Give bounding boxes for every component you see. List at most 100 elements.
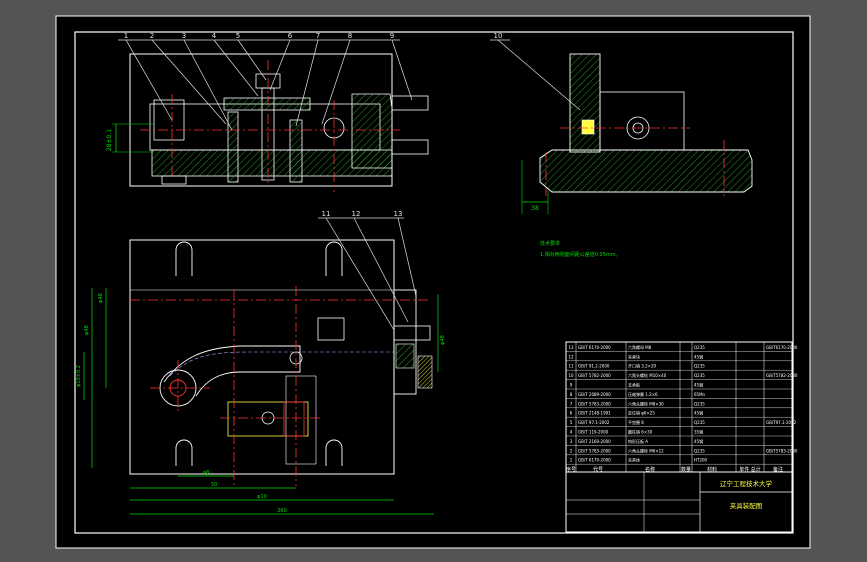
balloon-labels: 1 2 3 4 5 6 7 8 9 10 11 12 13: [124, 32, 503, 218]
leader-5: [237, 39, 267, 81]
side-upright: [569, 53, 601, 153]
balloon-12: 12: [352, 210, 361, 218]
bom-cell-code: GB/T 97.1-2002: [578, 420, 610, 425]
bom-cell-material: 45钢: [694, 353, 703, 359]
bom-cell-name: 夹具体: [628, 457, 640, 463]
bom-cell-no: 5: [570, 420, 573, 425]
balloon-13: 13: [394, 210, 403, 218]
bom-cell-no: 13: [568, 345, 574, 350]
plan-dim-label-h3: φ10±0.2: [76, 365, 82, 387]
side-view: 38: [521, 53, 753, 214]
plan-dimensions: [83, 288, 439, 515]
front-view: 28±0.1: [106, 53, 429, 192]
leader-13: [397, 217, 417, 297]
plan-view: [129, 239, 433, 486]
bom-cell-name: 开口销 3.2×20: [628, 363, 657, 369]
bom-cell-no: 4: [570, 430, 573, 435]
bom-cell-name: 六角头螺栓 M6×12: [628, 447, 664, 453]
bom-cell-material: Q235: [694, 364, 705, 369]
bom-header-weight: 单件 总计: [739, 466, 761, 473]
bom-cell-material: 35钢: [694, 429, 703, 435]
leader-10: [497, 39, 581, 111]
side-base-profile: [539, 149, 753, 193]
leader-8: [321, 39, 351, 125]
plan-right-knob: [417, 355, 433, 389]
bom-header-remark: 备注: [773, 466, 783, 473]
bom-cell-no: 11: [568, 364, 574, 369]
front-left-block: [153, 99, 185, 141]
bom-cell-code: GB/T 91.2-2000: [578, 364, 610, 369]
leader-7: [295, 39, 319, 127]
bom-cell-material: HT200: [694, 458, 708, 463]
bom-cell-code: GB/T 2160-2000: [578, 439, 611, 444]
bom-cell-material: 45钢: [694, 438, 703, 444]
plan-right-screw: [393, 325, 431, 341]
front-clamp-plate: [223, 97, 311, 111]
bom-cell-name: 压缩弹簧 1.2×6: [628, 391, 658, 397]
bom-cell-code: GB/T 5783-2000: [578, 401, 611, 406]
bom-cell-code: GB/T 5783-2000: [578, 448, 611, 453]
balloon-5: 5: [236, 32, 240, 40]
bom-cell-no: 8: [570, 392, 573, 397]
part-balloons: [118, 39, 581, 331]
balloon-8: 8: [348, 32, 352, 40]
plan-dim-label-w2: 50: [211, 482, 217, 488]
bom-header-name: 名称: [645, 466, 655, 473]
bom-cell-material: Q235: [694, 401, 705, 406]
drawing-frame: [74, 31, 794, 534]
leader-9: [391, 39, 413, 101]
bom-cell-name: 圆柱销 6×30: [628, 429, 653, 435]
leader-1: [125, 39, 173, 121]
bom-cell-remark: GB/T5783-2000: [766, 448, 798, 453]
plan-dim-label-w4: 260: [277, 508, 287, 514]
bom-cell-no: 10: [568, 373, 574, 378]
bom-cell-code: GB/T 5782-2000: [578, 373, 611, 378]
leader-2: [151, 39, 227, 125]
front-pin-c: [289, 119, 303, 183]
bom-cell-name: 定位销 φ6×25: [628, 410, 655, 416]
bom-header-qty: 数量: [681, 466, 691, 473]
front-right-clamp: [351, 93, 393, 169]
bom-cell-code: GB/T 6170-2000: [578, 458, 611, 463]
bom-cell-code: GB/T 2148-1991: [578, 411, 611, 416]
plan-dim-label-w3: φ10: [257, 494, 267, 500]
bom-cell-remark: GB/T5782-2000: [766, 373, 798, 378]
plan-guide-block: [227, 401, 309, 437]
leader-11: [325, 217, 395, 331]
bom-cell-remark: GB/T6170-2000: [766, 345, 798, 350]
front-right-bolt-top: [391, 95, 429, 111]
bom-cell-code: GB/T 119-2000: [578, 430, 609, 435]
school-name: 辽宁工程技术大学: [720, 479, 773, 488]
bom-cell-no: 7: [570, 401, 573, 406]
plan-curved-arm: [163, 345, 301, 397]
side-support-plate: [599, 91, 685, 151]
tech-notes-title: 技术要求: [540, 240, 560, 247]
drawing-sheet: [55, 15, 811, 549]
balloon-9: 9: [390, 32, 394, 40]
bom-cell-material: Q235: [694, 373, 705, 378]
bom-header-material: 材料: [707, 466, 717, 473]
bom-cell-material: Q235: [694, 345, 705, 350]
plan-slot-top-right: [325, 241, 343, 276]
front-right-bolt-bottom: [391, 139, 429, 155]
side-width-dim: 38: [531, 205, 539, 212]
bom-cell-name: 平垫圈 8: [628, 419, 644, 425]
bom-cell-name: 六角螺母 M8: [628, 344, 652, 350]
bom-cell-material: 45钢: [694, 410, 703, 416]
plan-dim-label-w1: φ8: [203, 470, 209, 476]
plan-square-boss: [317, 317, 345, 341]
balloon-2: 2: [150, 32, 154, 40]
plan-right-clamp: [393, 289, 417, 395]
title-frame: [565, 471, 793, 533]
plan-dim-label-h1: φ48: [84, 325, 90, 335]
bom-cell-no: 3: [570, 439, 573, 444]
bom-cell-no: 9: [570, 383, 573, 388]
bom-cell-no: 6: [570, 411, 573, 416]
balloon-11: 11: [322, 210, 331, 218]
front-bottom-foot: [161, 175, 187, 185]
plan-slot-bottom-right: [325, 439, 343, 466]
bom-cell-name: 支承板: [628, 382, 640, 388]
balloon-3: 3: [182, 32, 186, 40]
tech-notes-line-1: 1.相对两侧面间距公差值0.05mm。: [540, 251, 621, 258]
